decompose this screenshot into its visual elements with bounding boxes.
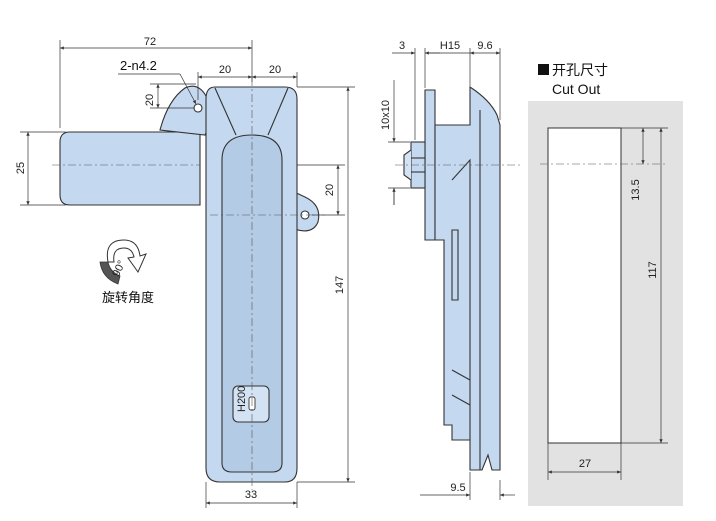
cutout-opening xyxy=(547,127,622,444)
rotation-label: 旋转角度 xyxy=(102,290,154,305)
dim-h15: H15 xyxy=(440,40,460,52)
cutout-dim-height: 117 xyxy=(647,261,659,279)
rotation-arrow-icon xyxy=(99,239,147,285)
cutout-view: 开孔尺寸 Cut Out 117 13.5 27 xyxy=(528,62,683,506)
dim-side-20: 20 xyxy=(324,184,336,196)
cutout-square-marker xyxy=(538,64,549,75)
cutout-title-en: Cut Out xyxy=(552,81,600,97)
cutout-dim-width: 27 xyxy=(579,458,591,470)
dim-body-width: 33 xyxy=(245,489,257,501)
dim-3: 3 xyxy=(399,40,405,52)
dim-10x10: 10x10 xyxy=(380,100,392,130)
mount-hole-top xyxy=(193,103,203,113)
dim-hole-offset: 20 xyxy=(144,94,156,106)
upper-lug xyxy=(159,85,213,136)
dim-right-20: 20 xyxy=(269,64,281,76)
side-body xyxy=(434,85,501,471)
dim-holes: 2-n4.2 xyxy=(120,58,157,73)
handle-lever xyxy=(59,131,201,206)
cutout-title-cn: 开孔尺寸 xyxy=(552,62,608,78)
dim-total-width: 72 xyxy=(144,36,156,48)
dim-handle-25: 25 xyxy=(15,162,27,174)
dim-9-5: 9.5 xyxy=(450,482,465,494)
dim-height: 147 xyxy=(334,276,346,294)
side-view: 3 H15 9.6 10x10 9.5 xyxy=(380,40,520,500)
dim-left-20: 20 xyxy=(219,64,231,76)
front-view: H200 72 2-n4.2 20 20 20 25 xyxy=(15,36,355,508)
cutout-dim-offset: 13.5 xyxy=(630,179,642,200)
dim-9-6: 9.6 xyxy=(477,40,492,52)
key-code-label: H200 xyxy=(236,386,248,412)
